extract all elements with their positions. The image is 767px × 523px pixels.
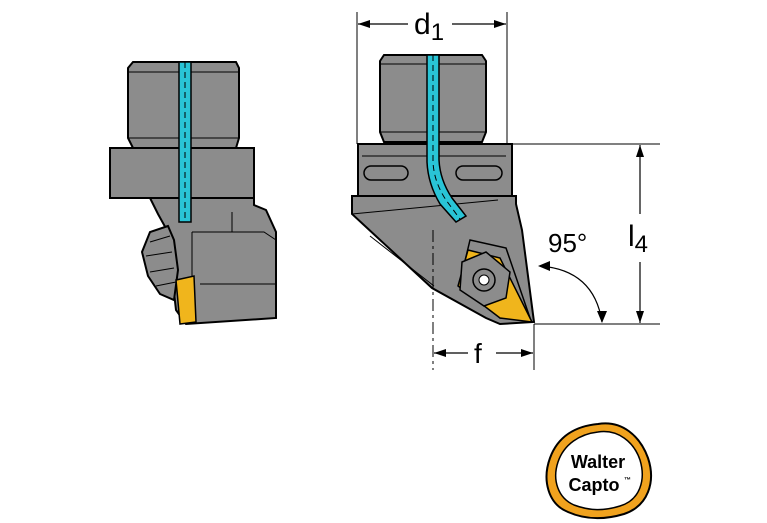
front-flange-slot-right bbox=[455, 165, 503, 181]
logo-inner-field bbox=[554, 430, 643, 511]
f-label: f bbox=[474, 338, 482, 369]
f-arrow-right bbox=[521, 349, 533, 357]
dimension-d1: d1 bbox=[356, 8, 508, 144]
front-head-facet bbox=[351, 199, 499, 287]
logo-text-capto: Capto bbox=[569, 475, 620, 495]
angle-arrow-top bbox=[538, 261, 550, 271]
angle-arc bbox=[539, 265, 603, 323]
l4-label: l4 bbox=[628, 220, 648, 258]
d1-label: d1 bbox=[414, 8, 444, 46]
l4-arrow-bottom bbox=[636, 311, 644, 323]
angle-label: 95° bbox=[548, 228, 587, 258]
dimension-angle: 95° bbox=[534, 228, 608, 325]
logo-text-walter: Walter bbox=[571, 452, 625, 472]
angle-arrow-bottom bbox=[597, 311, 607, 323]
logo-trademark: ™ bbox=[624, 477, 631, 484]
dimension-f: f bbox=[434, 324, 535, 370]
front-insert-screw-hole bbox=[478, 274, 490, 286]
front-view bbox=[351, 54, 536, 370]
d1-arrow-left bbox=[358, 20, 370, 28]
walter-capto-logo: Walter Capto ™ bbox=[545, 422, 652, 520]
front-flange-slot-left bbox=[363, 165, 409, 181]
side-head-face bbox=[191, 212, 277, 318]
side-view bbox=[109, 61, 277, 326]
l4-arrow-top bbox=[636, 145, 644, 157]
f-arrow-left bbox=[434, 349, 446, 357]
side-clamp-ridges bbox=[145, 235, 177, 287]
side-clamp-knob bbox=[140, 224, 180, 302]
d1-arrow-right bbox=[494, 20, 506, 28]
side-insert bbox=[175, 275, 197, 325]
